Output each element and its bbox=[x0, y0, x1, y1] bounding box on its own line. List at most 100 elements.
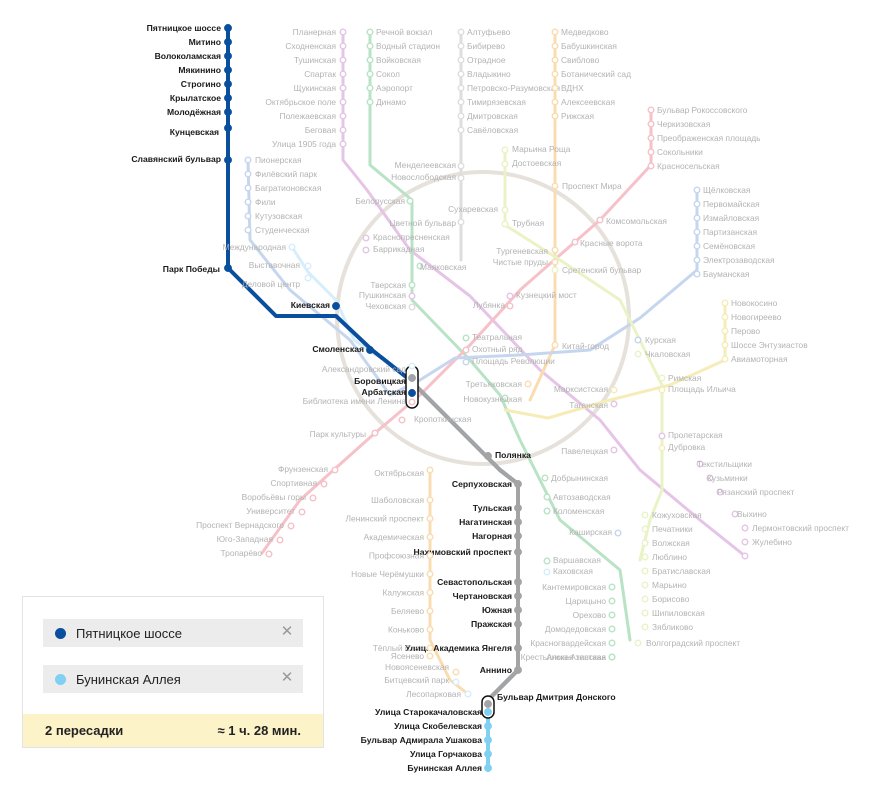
station-Медведково[interactable] bbox=[552, 29, 558, 35]
station-Бульвар Дмитрия Донского[interactable] bbox=[485, 701, 491, 707]
station-Волгоградский проспект[interactable] bbox=[635, 640, 641, 646]
station-Царицыно[interactable] bbox=[609, 598, 615, 604]
station-Бабушкинская[interactable] bbox=[552, 43, 558, 49]
station-Добрынинская[interactable] bbox=[542, 475, 548, 481]
station-Боровицкая[interactable] bbox=[409, 375, 415, 381]
station-Тургеневская[interactable] bbox=[552, 247, 558, 253]
station-Новокосино[interactable] bbox=[722, 300, 728, 306]
station-Серпуховская[interactable] bbox=[515, 481, 521, 487]
station-Цветной бульвар[interactable] bbox=[458, 219, 464, 225]
station-Театральная[interactable] bbox=[463, 335, 469, 341]
station-Улица Скобелевская[interactable] bbox=[485, 723, 491, 729]
station-Выставочная[interactable] bbox=[305, 263, 311, 269]
station-Ясенево[interactable] bbox=[427, 653, 433, 659]
station-Кунцевская[interactable] bbox=[225, 125, 231, 131]
station-Битцевский парк[interactable] bbox=[453, 679, 459, 685]
station-Борисово[interactable] bbox=[642, 596, 648, 602]
station-Зябликово[interactable] bbox=[642, 624, 648, 630]
station-Планерная[interactable] bbox=[340, 29, 346, 35]
station-Трубная[interactable] bbox=[502, 221, 508, 227]
station-Третьяковская[interactable] bbox=[525, 381, 531, 387]
station-Тёплый Стан[interactable] bbox=[427, 645, 433, 651]
station-Каширская[interactable] bbox=[615, 530, 621, 536]
station-Печатники[interactable] bbox=[642, 526, 648, 532]
station-Владыкино[interactable] bbox=[458, 71, 464, 77]
station-Римская[interactable] bbox=[659, 375, 665, 381]
station-Коньково[interactable] bbox=[427, 627, 433, 633]
station-Библиотека имени Ленина[interactable] bbox=[409, 399, 415, 405]
station-Комсомольская[interactable] bbox=[597, 217, 603, 223]
station-Бауманская[interactable] bbox=[694, 271, 700, 277]
station-Красносельская[interactable] bbox=[648, 163, 654, 169]
station-Чистые пруды[interactable] bbox=[552, 259, 558, 265]
station-Сухаревская[interactable] bbox=[502, 207, 508, 213]
station-Шоссе Энтузиастов[interactable] bbox=[722, 342, 728, 348]
station-Аэропорт[interactable] bbox=[367, 85, 373, 91]
station-Петровско-Разумовская[interactable] bbox=[458, 85, 464, 91]
station-Белорусская[interactable] bbox=[407, 198, 413, 204]
station-Марксистская[interactable] bbox=[611, 387, 617, 393]
station-Курская[interactable] bbox=[635, 337, 641, 343]
station-undefined[interactable] bbox=[742, 553, 748, 559]
station-Спартак[interactable] bbox=[340, 71, 346, 77]
station-Университет[interactable] bbox=[299, 509, 305, 515]
station-Чкаловская[interactable] bbox=[635, 351, 641, 357]
station-Площадь Ильича[interactable] bbox=[659, 387, 665, 393]
station-Филёвский парк[interactable] bbox=[245, 171, 251, 177]
station-Калужская[interactable] bbox=[427, 590, 433, 596]
station-Дубровка[interactable] bbox=[659, 445, 665, 451]
station-Смоленская[interactable] bbox=[367, 347, 373, 353]
station-Жулебино[interactable] bbox=[742, 539, 748, 545]
station-Кузнецкий мост[interactable] bbox=[507, 293, 513, 299]
station-Марьина Роща[interactable] bbox=[502, 147, 508, 153]
station-Преображенская площадь[interactable] bbox=[648, 135, 654, 141]
station-Красногвардейская[interactable] bbox=[609, 640, 615, 646]
station-Черкизовская[interactable] bbox=[648, 121, 654, 127]
station-Проспект Мира[interactable] bbox=[552, 183, 558, 189]
station-Баррикадная[interactable] bbox=[363, 247, 369, 253]
station-Улица 1905 года[interactable] bbox=[340, 141, 346, 147]
station-Улица Горчакова[interactable] bbox=[485, 751, 491, 757]
station-Парк Победы[interactable] bbox=[225, 265, 231, 271]
station-Арбатская[interactable] bbox=[409, 390, 415, 396]
station-Международная[interactable] bbox=[289, 244, 295, 250]
clear-to-icon[interactable]: ✕ bbox=[280, 671, 294, 685]
station-Беговая[interactable] bbox=[340, 127, 346, 133]
station-Дмитровская[interactable] bbox=[458, 113, 464, 119]
station-Деловой центр[interactable] bbox=[305, 275, 311, 281]
station-Нахимовский проспект[interactable] bbox=[515, 549, 521, 555]
station-Домодедовская[interactable] bbox=[609, 626, 615, 632]
station-Люблино[interactable] bbox=[642, 554, 648, 560]
station-Пятницкое шоссе[interactable] bbox=[225, 25, 231, 31]
station-Пролетарская[interactable] bbox=[659, 433, 665, 439]
station-Новоясеневская[interactable] bbox=[453, 669, 459, 675]
station-Мякинино[interactable] bbox=[225, 67, 231, 73]
station-Савёловская[interactable] bbox=[458, 127, 464, 133]
station-Рижская[interactable] bbox=[552, 113, 558, 119]
station-Павелецкая[interactable] bbox=[611, 447, 617, 453]
station-Александровский сад[interactable] bbox=[409, 363, 415, 369]
station-Беляево[interactable] bbox=[427, 608, 433, 614]
station-Воробьёвы горы[interactable] bbox=[310, 495, 316, 501]
station-Электрозаводская[interactable] bbox=[694, 257, 700, 263]
station-Водный стадион[interactable] bbox=[367, 43, 373, 49]
station-Юго-Западная[interactable] bbox=[277, 537, 283, 543]
station-Нагатинская[interactable] bbox=[515, 519, 521, 525]
station-Полежаевская[interactable] bbox=[340, 113, 346, 119]
station-Сокол[interactable] bbox=[367, 71, 373, 77]
station-Волоколамская[interactable] bbox=[225, 53, 231, 59]
station-Щукинская[interactable] bbox=[340, 85, 346, 91]
station-Шипиловская[interactable] bbox=[642, 610, 648, 616]
station-Нагорная[interactable] bbox=[515, 533, 521, 539]
station-Бульвар Адмирала Ушакова[interactable] bbox=[485, 737, 491, 743]
station-Ленинский проспект[interactable] bbox=[427, 516, 433, 522]
station-Тропарёво[interactable] bbox=[266, 551, 272, 557]
station-Китай-город[interactable] bbox=[552, 342, 558, 348]
station-Ботанический сад[interactable] bbox=[552, 71, 558, 77]
station-Октябрьская[interactable] bbox=[427, 467, 433, 473]
station-Авиамоторная[interactable] bbox=[722, 356, 728, 362]
station-Тульская[interactable] bbox=[515, 505, 521, 511]
station-Новые Черёмушки[interactable] bbox=[427, 571, 433, 577]
station-Академическая[interactable] bbox=[427, 534, 433, 540]
station-Новогиреево[interactable] bbox=[722, 314, 728, 320]
